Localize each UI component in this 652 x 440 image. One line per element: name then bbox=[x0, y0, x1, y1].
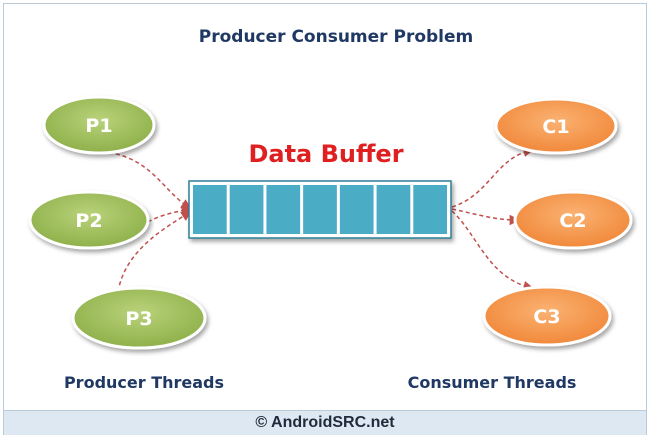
producer-p3: P3 bbox=[71, 286, 207, 350]
arrow-buffer-c2 bbox=[451, 208, 521, 226]
consumer-c1: C1 bbox=[494, 97, 618, 155]
buffer-label: Data Buffer bbox=[248, 140, 403, 168]
arrow-p3-buffer bbox=[117, 210, 192, 293]
producer-p1: P1 bbox=[42, 95, 156, 155]
buffer-slot bbox=[339, 185, 374, 234]
data-buffer bbox=[188, 180, 452, 239]
buffer-slot bbox=[376, 185, 411, 234]
producers-caption: Producer Threads bbox=[64, 373, 224, 392]
consumer-c2: C2 bbox=[513, 190, 633, 250]
producer-arrows bbox=[87, 150, 193, 293]
producer-p2: P2 bbox=[28, 190, 150, 250]
arrow-p2-buffer bbox=[147, 205, 193, 223]
consumer-arrows bbox=[451, 146, 535, 292]
producer-p1-label: P1 bbox=[85, 115, 112, 137]
arrow-buffer-c1 bbox=[451, 146, 535, 208]
arrow-buffer-c3 bbox=[451, 210, 535, 292]
buffer-slot bbox=[413, 185, 447, 234]
producer-p3-label: P3 bbox=[125, 308, 152, 330]
consumer-c2-label: C2 bbox=[559, 210, 586, 232]
consumer-c3: C3 bbox=[482, 285, 612, 347]
buffer-slot bbox=[193, 185, 227, 234]
footer-credit: © AndroidSRC.net bbox=[4, 410, 646, 435]
buffer-slot bbox=[266, 185, 301, 234]
consumers-caption: Consumer Threads bbox=[408, 373, 577, 392]
consumer-c3-label: C3 bbox=[533, 306, 560, 328]
producer-p2-label: P2 bbox=[75, 210, 102, 232]
consumer-c1-label: C1 bbox=[542, 116, 569, 138]
buffer-slot bbox=[229, 185, 264, 234]
page-title: Producer Consumer Problem bbox=[199, 27, 474, 47]
buffer-slot bbox=[303, 185, 337, 234]
